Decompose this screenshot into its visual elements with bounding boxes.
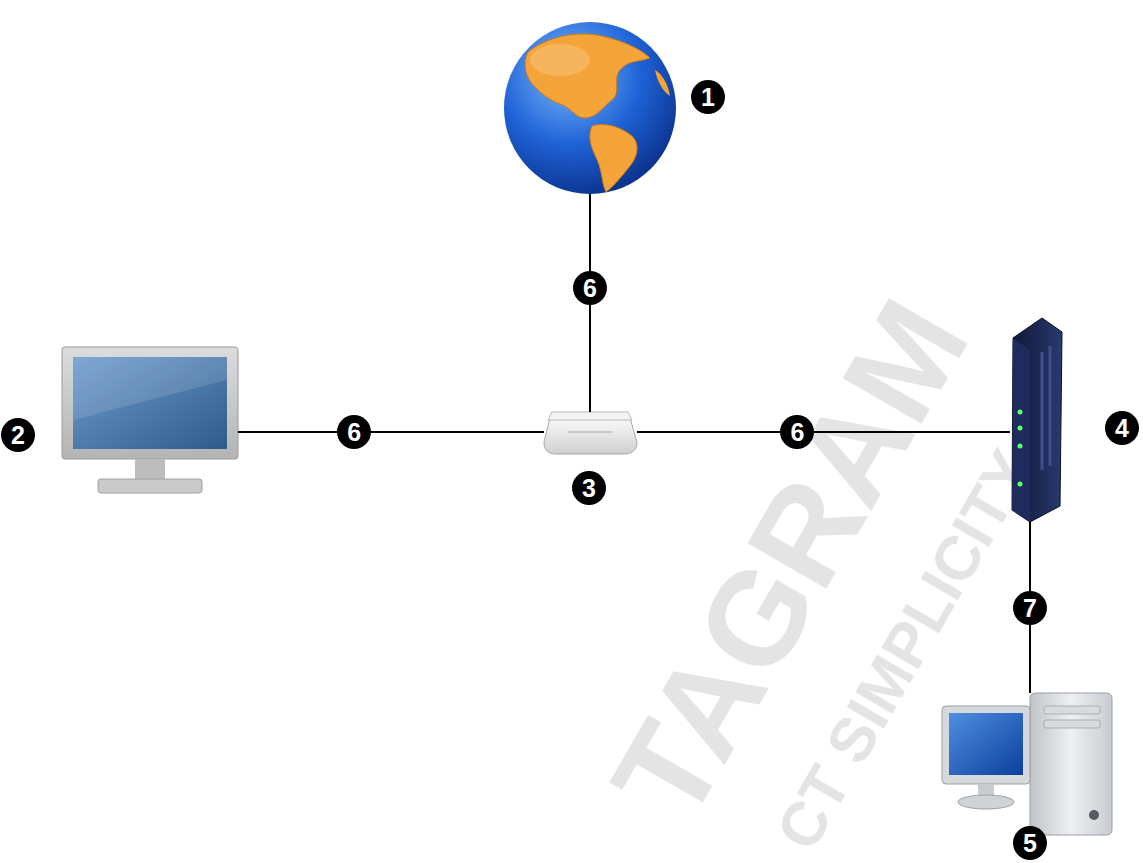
modem-led bbox=[1018, 482, 1023, 487]
device-node: 4 bbox=[1010, 318, 1062, 522]
modem-led bbox=[1018, 426, 1023, 431]
tv-frame bbox=[62, 347, 238, 459]
callout-number: 4 bbox=[1105, 411, 1139, 445]
device-node: 5 bbox=[940, 693, 1115, 835]
network-cable bbox=[637, 431, 1010, 433]
modem-led bbox=[1018, 444, 1023, 449]
modem-ridge bbox=[1049, 346, 1052, 466]
callout-number: 3 bbox=[572, 471, 606, 505]
router-icon bbox=[544, 412, 637, 454]
continent-north-america bbox=[525, 34, 650, 118]
continent-fragment bbox=[655, 70, 670, 96]
callout-number: 1 bbox=[691, 80, 725, 114]
tv-screen bbox=[73, 357, 227, 449]
globe-highlight bbox=[530, 44, 590, 76]
modem-body bbox=[1012, 318, 1062, 522]
tv-glare bbox=[73, 357, 227, 420]
modem-icon bbox=[1012, 318, 1062, 522]
cable-label: 6 bbox=[780, 415, 814, 449]
continent-south-america bbox=[590, 124, 637, 192]
globe-sphere bbox=[504, 22, 676, 194]
computer-icon bbox=[942, 693, 1112, 835]
router-top bbox=[548, 412, 632, 420]
monitor-screen bbox=[949, 713, 1023, 775]
callout-number: 2 bbox=[1, 418, 35, 452]
tower-drive-bay bbox=[1044, 706, 1100, 714]
modem-ridge bbox=[1041, 352, 1044, 470]
tower-drive-bay bbox=[1044, 720, 1100, 728]
cable-label: 7 bbox=[1013, 591, 1047, 625]
monitor-frame bbox=[942, 706, 1030, 784]
device-node: 1 bbox=[504, 22, 676, 194]
modem-front bbox=[1012, 338, 1030, 522]
globe-icon bbox=[504, 22, 676, 194]
router-body bbox=[544, 418, 637, 454]
device-node: 3 bbox=[544, 412, 637, 454]
tv-icon bbox=[62, 347, 238, 493]
callout-number: 5 bbox=[1013, 826, 1047, 860]
tv-stand bbox=[98, 479, 202, 493]
cable-label: 6 bbox=[573, 271, 607, 305]
cable-label: 6 bbox=[337, 415, 371, 449]
device-node: 2 bbox=[62, 347, 238, 493]
monitor-base bbox=[958, 795, 1014, 809]
router-detail bbox=[568, 431, 612, 433]
modem-led bbox=[1018, 410, 1023, 415]
tower-power-button bbox=[1089, 810, 1099, 820]
computer-tower bbox=[1030, 693, 1112, 835]
network-cable bbox=[238, 431, 544, 433]
tv-neck bbox=[135, 459, 165, 479]
